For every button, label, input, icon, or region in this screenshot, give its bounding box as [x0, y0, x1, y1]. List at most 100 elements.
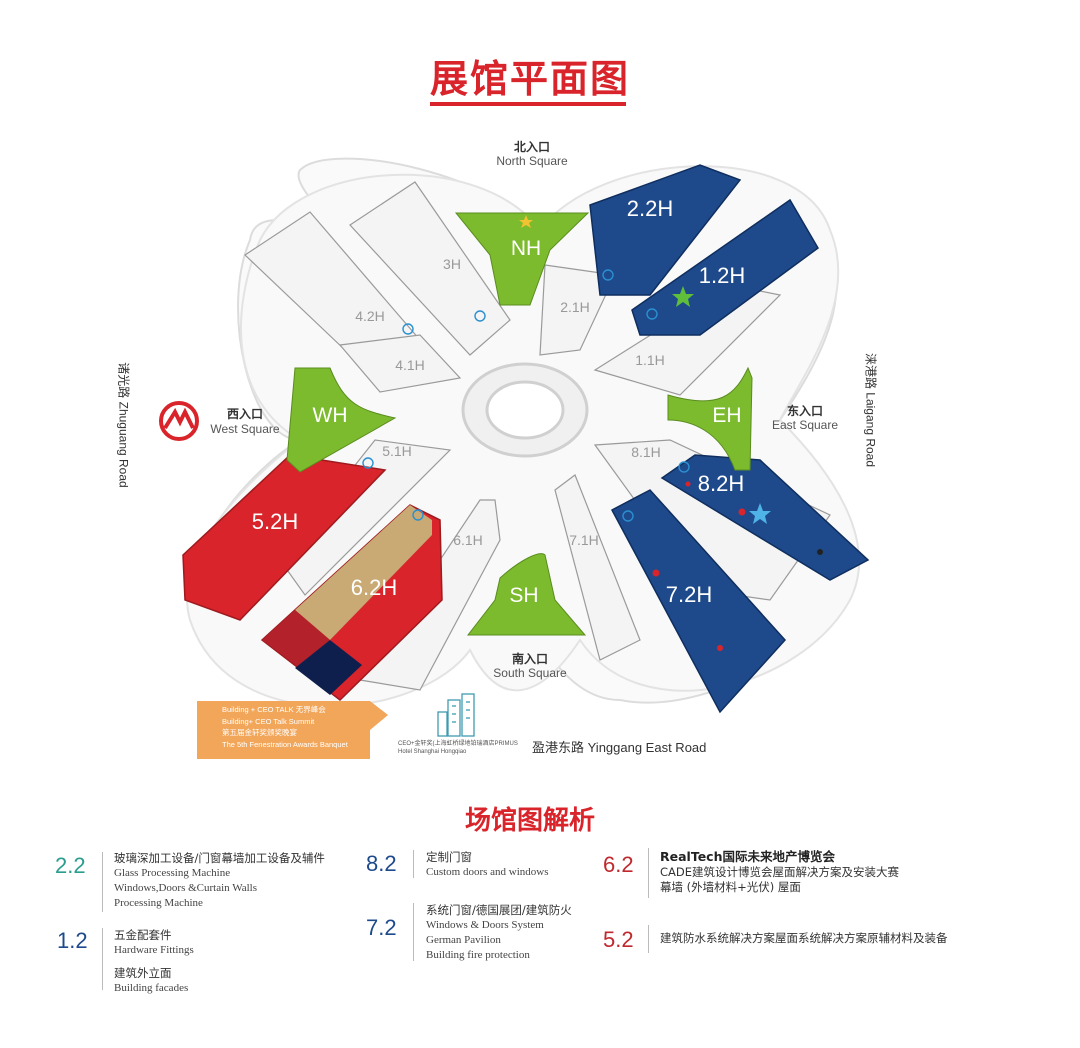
- legend-item-6-2: RealTech国际未来地产博览会 CADE建筑设计博览会屋面解决方案及安装大赛…: [660, 846, 899, 895]
- star-icon: [519, 215, 533, 228]
- road-south: 盈港东路 Yinggang East Road: [532, 740, 707, 755]
- hall-2-2h: [589, 164, 742, 296]
- info-icon: [362, 457, 374, 469]
- hall-label-3h: 3H: [443, 256, 461, 272]
- legend-en: Hardware Fittings: [114, 944, 194, 956]
- legend-en: Building fire protection: [426, 949, 530, 961]
- hall-label-7-2h: 7.2H: [666, 582, 712, 607]
- legend-num-1-2: 1.2: [57, 928, 88, 953]
- hotel-building-icon: [437, 693, 475, 737]
- star-icon: [749, 503, 771, 524]
- legend-cn: CADE建筑设计博览会屋面解决方案及安装大赛: [660, 865, 900, 879]
- square-sh: [466, 553, 587, 636]
- hall-6-2h-highlight: [295, 505, 432, 640]
- info-icon: [678, 461, 690, 473]
- banner-line: Building+ CEO Talk Summit: [222, 716, 315, 726]
- square-label-nh: NH: [511, 237, 541, 260]
- hotel-line: CEO+金轩奖(上海虹桥绿地铂瑞酒店PRIMUS: [398, 741, 518, 747]
- legend-cn: RealTech国际未来地产博览会: [660, 849, 835, 864]
- fire-icon: [685, 481, 691, 487]
- hall-2-1h: [539, 264, 616, 356]
- hall-label-2-1h: 2.1H: [560, 299, 590, 315]
- legend-en: Glass Processing Machine: [114, 867, 231, 879]
- legend-en: Building facades: [114, 982, 189, 994]
- info-icon: [474, 310, 486, 322]
- hall-4-1h: [338, 334, 462, 393]
- hall-label-5-1h: 5.1H: [382, 443, 412, 459]
- hotel-caption: CEO+金轩奖(上海虹桥绿地铂瑞酒店PRIMUS Hotel Shanghai …: [398, 740, 528, 756]
- legend-cn: 定制门窗: [426, 850, 472, 864]
- hall-label-8-1h: 8.1H: [631, 444, 661, 460]
- hall-label-2-2h: 2.2H: [627, 196, 673, 221]
- info-icon: [646, 308, 658, 320]
- square-nh: [454, 212, 590, 306]
- legend-num-8-2: 8.2: [366, 851, 397, 876]
- info-icon: [402, 323, 414, 335]
- hall-3h: [349, 181, 511, 356]
- hall-5-2h: [182, 454, 387, 621]
- hall-label-6-2h: 6.2H: [351, 575, 397, 600]
- event-banner-text: Building + CEO TALK 无界峰会 Building+ CEO T…: [222, 704, 372, 750]
- square-label-wh: WH: [313, 404, 348, 427]
- banner-line: The 5th Fenestration Awards Banquet: [222, 739, 348, 749]
- legend-item-7-2: 系统门窗/德国展团/建筑防火 Windows & Doors System Ge…: [426, 903, 572, 963]
- info-icon: [602, 269, 614, 281]
- hall-label-1-2h: 1.2H: [699, 263, 745, 288]
- legend-cn: 幕墙 (外墙材料+光伏) 屋面: [660, 880, 801, 894]
- hall-label-4-1h: 4.1H: [395, 357, 425, 373]
- legend-en: Windows & Doors System: [426, 919, 544, 931]
- south-entrance-cn: 南入口: [511, 652, 548, 666]
- square-eh: [667, 366, 753, 471]
- hall-6-2h-navy: [295, 640, 362, 695]
- hall-7-1h: [554, 474, 641, 661]
- legend-num-2-2: 2.2: [55, 853, 86, 878]
- legend-num-7-2: 7.2: [366, 915, 397, 940]
- info-icon: [412, 509, 424, 521]
- legend-item-2-2: 玻璃深加工设备/门窗幕墙加工设备及辅件 Glass Processing Mac…: [114, 851, 325, 911]
- legend-item-8-2: 定制门窗 Custom doors and windows: [426, 850, 549, 880]
- legend-title: 场馆图解析: [464, 806, 595, 836]
- hall-label-8-2h: 8.2H: [698, 471, 744, 496]
- hall-label-6-1h: 6.1H: [453, 532, 483, 548]
- legend-en: Custom doors and windows: [426, 866, 549, 878]
- pin-icon: [817, 549, 823, 555]
- square-label-sh: SH: [509, 584, 538, 607]
- north-entrance-en: North Square: [496, 154, 568, 168]
- banner-line: Building + CEO TALK 无界峰会: [222, 705, 326, 714]
- legend-cn: 玻璃深加工设备/门窗幕墙加工设备及辅件: [114, 851, 325, 865]
- hall-label-4-2h: 4.2H: [355, 308, 385, 324]
- page-title: 展馆平面图: [429, 57, 630, 101]
- hall-label-5-2h: 5.2H: [252, 509, 298, 534]
- north-entrance-cn: 北入口: [513, 140, 550, 154]
- legend-divider: [413, 850, 414, 878]
- legend-num-5-2: 5.2: [603, 927, 634, 952]
- legend-divider: [102, 852, 103, 912]
- hall-label-7-1h: 7.1H: [569, 532, 599, 548]
- fire-markers: [652, 481, 823, 651]
- fire-icon: [652, 569, 660, 577]
- venue-map: 2.2H 1.2H 3H 2.1H 1.1H 4.2H 4.1H 5.1H 5.…: [159, 157, 870, 759]
- square-wh: [286, 367, 397, 473]
- center-ring: [461, 362, 589, 458]
- star-markers: [519, 215, 771, 524]
- west-entrance-en: West Square: [210, 422, 280, 436]
- legend-item-5-2: 建筑防水系统解决方案屋面系统解决方案原辅材料及装备: [660, 931, 948, 946]
- metro-icon: [159, 401, 199, 441]
- fire-icon: [738, 508, 746, 516]
- hall-6-2h-dark: [262, 610, 330, 668]
- legend-divider: [102, 928, 103, 990]
- south-entrance-en: South Square: [493, 666, 567, 680]
- star-icon: [672, 286, 694, 307]
- legend-en: Processing Machine: [114, 897, 203, 909]
- hotel-line: Hotel Shanghai Hongqiao: [398, 749, 467, 755]
- hall-7-2h: [610, 489, 787, 714]
- east-entrance-en: East Square: [771, 418, 839, 432]
- legend-cn: 五金配套件: [114, 928, 172, 942]
- event-banner-shape: [197, 701, 388, 759]
- banner-line: 第五届金轩奖颁奖晚宴: [222, 728, 297, 737]
- legend-cn: 建筑外立面: [114, 966, 172, 980]
- legend-num-6-2: 6.2: [603, 852, 634, 877]
- legend-item-1-2: 五金配套件 Hardware Fittings 建筑外立面 Building f…: [114, 928, 194, 996]
- legend-cn: 系统门窗/德国展团/建筑防火: [426, 903, 572, 917]
- hall-label-1-1h: 1.1H: [635, 352, 665, 368]
